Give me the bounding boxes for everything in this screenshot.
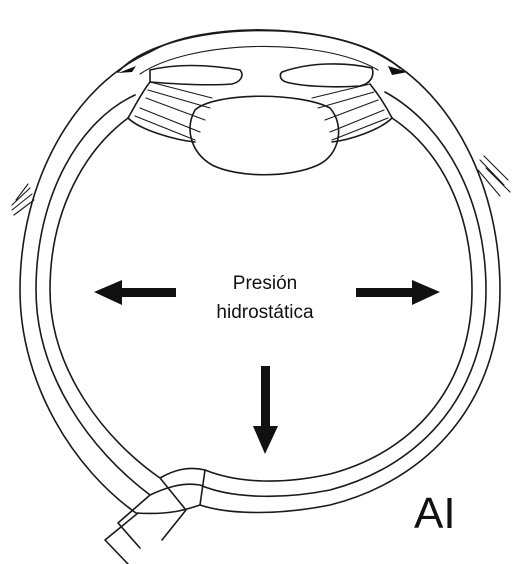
arrow-down: [253, 366, 278, 454]
panel-letter: AI: [414, 489, 456, 538]
arrow-left: [94, 280, 176, 305]
iris-right: [280, 64, 373, 87]
crystalline-lens: [190, 96, 339, 175]
muscle-insertion-right: [478, 156, 510, 196]
pressure-label-line-2: hidrostática: [216, 302, 314, 323]
cornea-inner: [140, 46, 378, 74]
zonules-left: [128, 82, 212, 142]
iris-left: [150, 66, 242, 85]
zonules-right: [312, 84, 392, 142]
muscle-insertion-left: [12, 184, 34, 215]
arrow-right: [356, 280, 440, 305]
pressure-label-line-1: Presión: [233, 273, 297, 294]
